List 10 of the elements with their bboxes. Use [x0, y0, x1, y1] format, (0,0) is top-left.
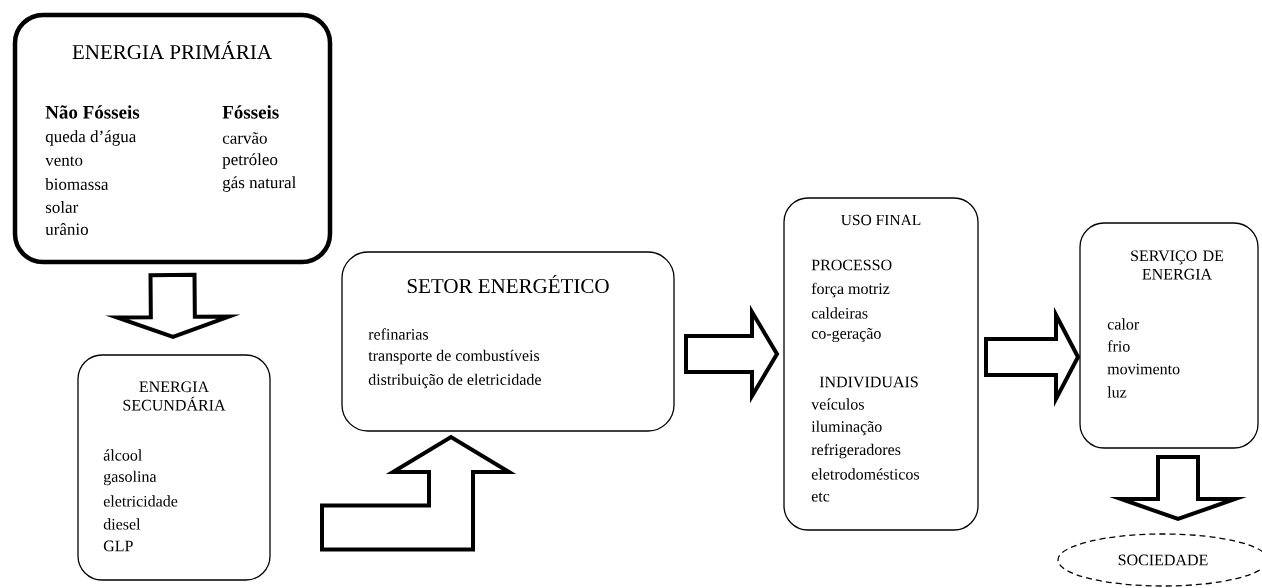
process-box: ENERGIA SECUNDÁRIA álcool gasolina eletricidade diesel GLP [77, 354, 271, 581]
block-arrow [105, 272, 241, 340]
process-box: SETOR ENERGÉTICO refinarias transporte de combustíveis distribuição de eletricidade [341, 251, 675, 432]
block-arrow [320, 434, 517, 552]
process-box: SERVIÇO DE ENERGIA calor frio movimento luz [1079, 222, 1259, 449]
process-box: ENERGIA PRIMÁRIA Não Fósseis queda d’água vento biomassa solar urânio Fósseis carvão petróleo gás natural [12, 12, 333, 265]
block-arrow [984, 306, 1081, 408]
process-box: USO FINAL PROCESSO força motriz caldeiras co-geração INDIVIDUAIS veículos iluminação refrigeradores eletrodomésticos etc [783, 197, 979, 531]
block-arrow [1109, 455, 1247, 522]
block-arrow [684, 304, 780, 404]
